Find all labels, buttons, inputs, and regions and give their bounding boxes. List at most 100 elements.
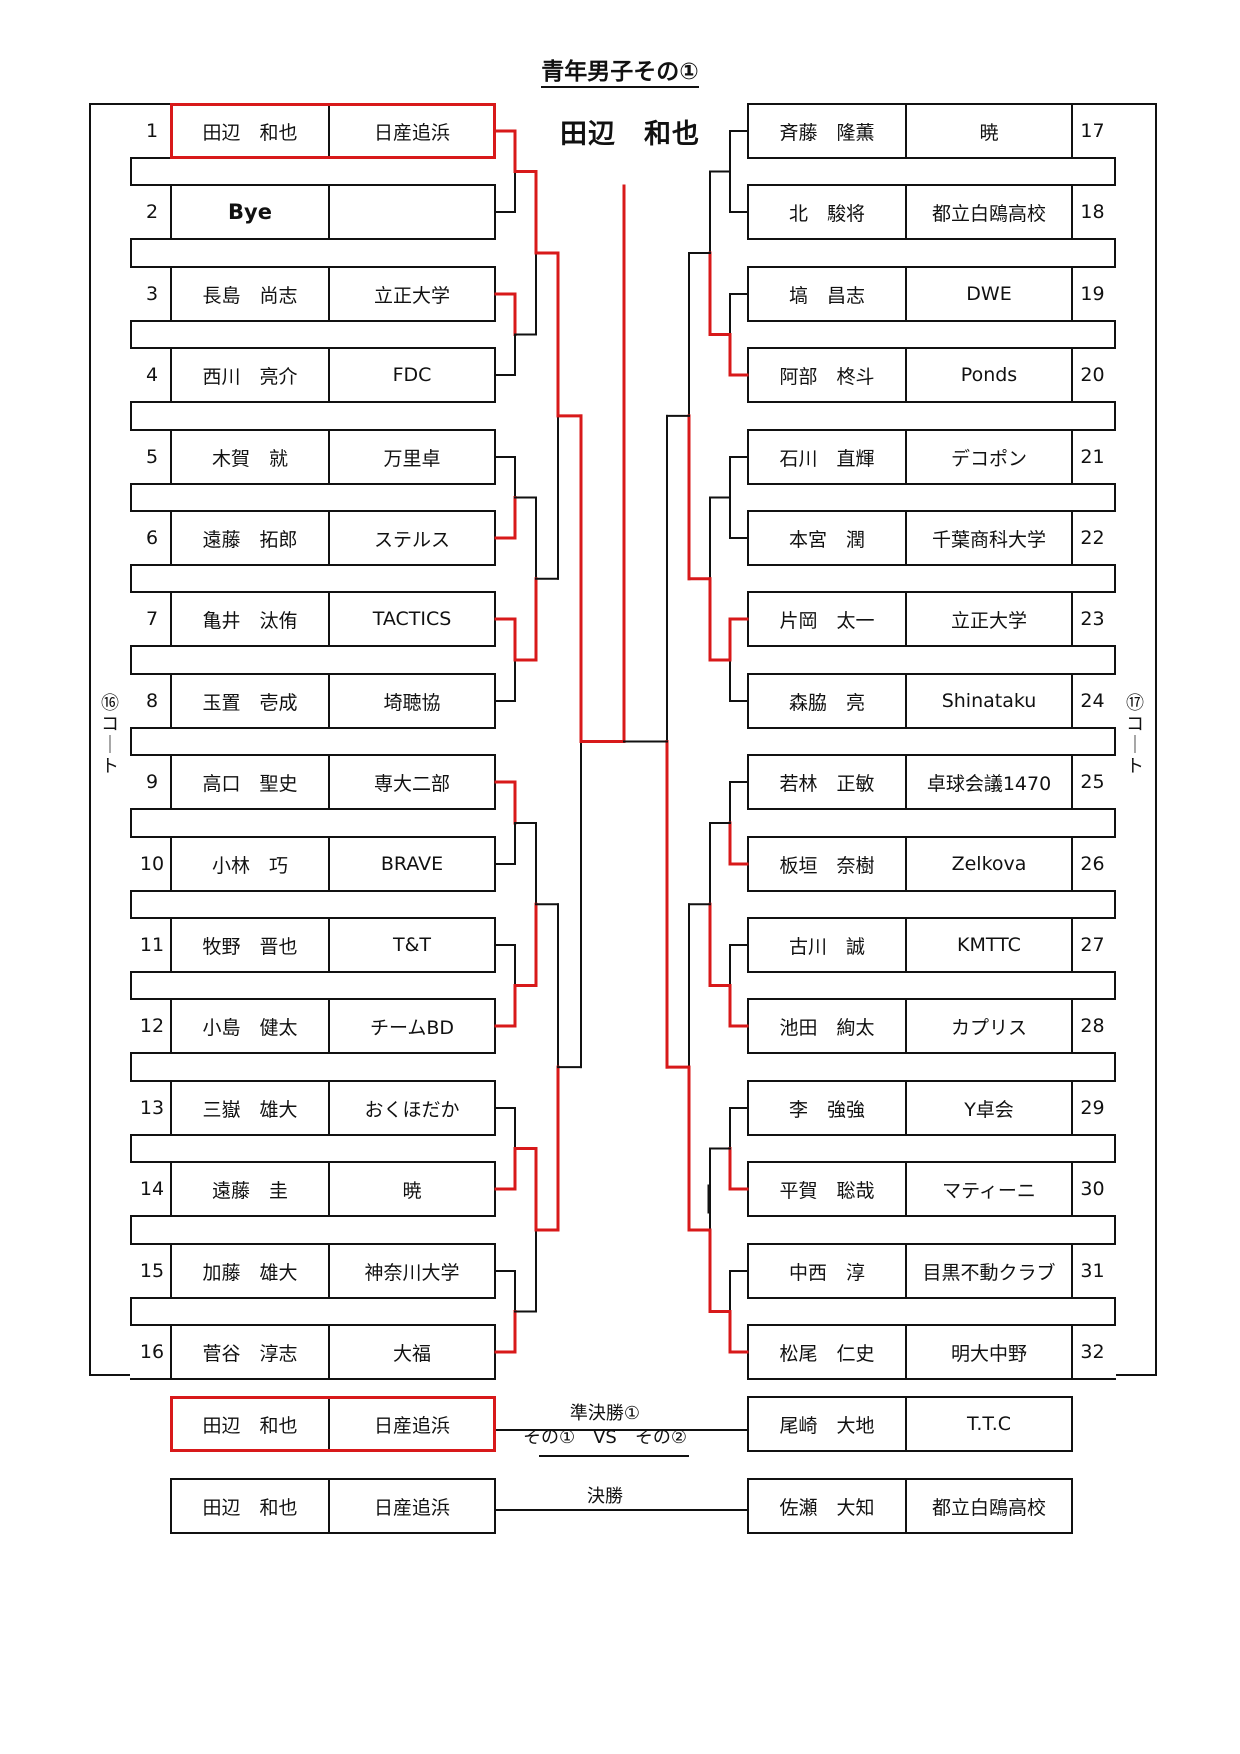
right-seed-number: 29 [1080, 1097, 1105, 1119]
left-player-name: 牧野 晋也 [170, 917, 330, 973]
left-row-line [130, 103, 172, 159]
right-player-club: カプリス [905, 998, 1073, 1054]
left-seed-number: 3 [145, 283, 159, 305]
bracket-title: 青年男子その① [0, 52, 1240, 88]
final-left-name: 田辺 和也 [170, 1478, 330, 1534]
right-seed-number: 22 [1080, 527, 1105, 549]
semifinal-right-club: T.T.C [905, 1396, 1073, 1452]
right-player-club: 卓球会議1470 [905, 754, 1073, 810]
right-player-name: 森脇 亮 [747, 673, 907, 729]
left-player-club: 埼聴協 [328, 673, 496, 729]
right-seed-number: 25 [1080, 771, 1105, 793]
right-player-club: 暁 [905, 103, 1073, 159]
left-player-name: 長島 尚志 [170, 266, 330, 322]
right-player-club: Y卓会 [905, 1080, 1073, 1136]
left-seed-number: 8 [145, 690, 159, 712]
left-seed-number: 1 [145, 120, 159, 142]
right-row-line [1071, 1161, 1116, 1217]
right-row-line [1071, 591, 1116, 647]
court-right-frame [1114, 103, 1157, 1376]
left-seed-number: 14 [139, 1178, 165, 1200]
right-row-line [1071, 429, 1116, 485]
left-seed-number: 5 [145, 446, 159, 468]
left-player-club [328, 184, 496, 240]
court-left-frame [89, 103, 132, 1376]
left-player-name: 亀井 汰侑 [170, 591, 330, 647]
right-seed-number: 19 [1080, 283, 1105, 305]
right-row-line [1071, 266, 1116, 322]
semifinal-winner-highlight [170, 1396, 496, 1452]
left-seed-number: 6 [145, 527, 159, 549]
final-left-club: 日産追浜 [328, 1478, 496, 1534]
semifinal-sublabel: その① VS その② [522, 1427, 687, 1448]
left-player-club: おくほだか [328, 1080, 496, 1136]
right-player-name: 片岡 太一 [747, 591, 907, 647]
left-player-name: 遠藤 拓郎 [170, 510, 330, 566]
right-player-name: 板垣 奈樹 [747, 836, 907, 892]
left-seed-number: 13 [139, 1097, 165, 1119]
right-seed-number: 27 [1080, 934, 1105, 956]
right-seed-number: 26 [1080, 853, 1105, 875]
right-player-club: Shinataku [905, 673, 1073, 729]
left-row-line [130, 1080, 172, 1136]
left-row-line [130, 1324, 172, 1380]
left-player-club: 万里卓 [328, 429, 496, 485]
right-player-name: 平賀 聡哉 [747, 1161, 907, 1217]
left-player-name: 木賀 就 [170, 429, 330, 485]
left-seed-number: 9 [145, 771, 159, 793]
left-seed-number: 10 [139, 853, 165, 875]
left-seed-number: 7 [145, 608, 159, 630]
right-seed-number: 23 [1080, 608, 1105, 630]
left-seed-number: 12 [139, 1015, 165, 1037]
right-player-name: 松尾 仁史 [747, 1324, 907, 1380]
left-player-name: 小島 健太 [170, 998, 330, 1054]
right-seed-number: 20 [1080, 364, 1105, 386]
left-player-name: 西川 亮介 [170, 347, 330, 403]
left-player-name: 玉置 壱成 [170, 673, 330, 729]
right-row-line [1071, 184, 1116, 240]
right-seed-number: 21 [1080, 446, 1105, 468]
right-player-name: 阿部 柊斗 [747, 347, 907, 403]
left-row-line [130, 998, 172, 1054]
final-right-club: 都立白鴎高校 [905, 1478, 1073, 1534]
left-seed-number: 11 [139, 934, 165, 956]
left-player-club: チームBD [328, 998, 496, 1054]
left-player-name: Bye [170, 184, 330, 240]
left-player-name: 遠藤 圭 [170, 1161, 330, 1217]
left-player-name: 菅谷 淳志 [170, 1324, 330, 1380]
right-seed-number: 18 [1080, 201, 1105, 223]
left-row-line [130, 836, 172, 892]
right-player-name: 石川 直輝 [747, 429, 907, 485]
right-seed-number: 32 [1080, 1341, 1105, 1363]
left-player-name: 高口 聖史 [170, 754, 330, 810]
right-row-line [1071, 998, 1116, 1054]
right-player-club: 立正大学 [905, 591, 1073, 647]
left-row-line [130, 917, 172, 973]
right-player-club: 明大中野 [905, 1324, 1073, 1380]
right-player-name: 北 駿将 [747, 184, 907, 240]
left-player-name: 小林 巧 [170, 836, 330, 892]
bracket-title-text: 青年男子その① [541, 59, 699, 88]
left-row-line [130, 754, 172, 810]
right-seed-number: 31 [1080, 1260, 1105, 1282]
left-player-club: 神奈川大学 [328, 1243, 496, 1299]
right-player-name: 中西 淳 [747, 1243, 907, 1299]
right-row-line [1071, 103, 1116, 159]
right-player-club: デコポン [905, 429, 1073, 485]
right-player-name: 李 強強 [747, 1080, 907, 1136]
right-player-club: 千葉商科大学 [905, 510, 1073, 566]
left-player-club: 大福 [328, 1324, 496, 1380]
right-player-name: 塙 昌志 [747, 266, 907, 322]
right-player-club: 都立白鴎高校 [905, 184, 1073, 240]
left-player-club: 専大二部 [328, 754, 496, 810]
right-player-name: 古川 誠 [747, 917, 907, 973]
right-player-club: DWE [905, 266, 1073, 322]
right-seed-number: 28 [1080, 1015, 1105, 1037]
left-player-club: FDC [328, 347, 496, 403]
winner-name: 田辺 和也 [560, 119, 700, 150]
right-player-club: Ponds [905, 347, 1073, 403]
final-label: 決勝 [587, 1486, 623, 1507]
left-player-club: 暁 [328, 1161, 496, 1217]
court-right-label: ⑰ コ ｜ ト [1126, 693, 1144, 777]
